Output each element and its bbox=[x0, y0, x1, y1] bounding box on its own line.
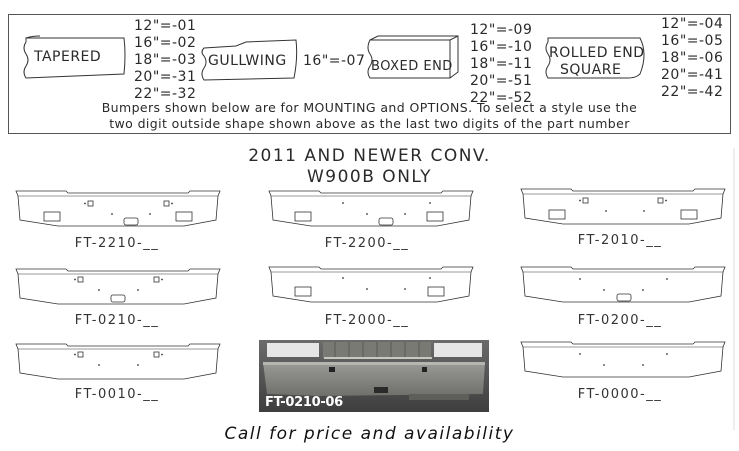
part-number-label: FT-0200-__ bbox=[577, 313, 663, 328]
bumper-photo-image bbox=[259, 340, 489, 412]
tapered-codes: 12"=-01 16"=-02 18"=-03 20"=-31 22"=-32 bbox=[134, 18, 197, 102]
instructions-line-1: Bumpers shown below are for MOUNTING and… bbox=[101, 100, 638, 115]
call-for-price-text: Call for price and availability bbox=[224, 424, 515, 444]
instructions-line-2: two digit outside shape shown above as t… bbox=[109, 116, 630, 131]
page-edge bbox=[733, 148, 735, 430]
section-heading-line-2: W900B ONLY bbox=[306, 167, 433, 187]
boxed-end-codes: 12"=-09 16"=-10 18"=-11 20"=-51 22"=-52 bbox=[470, 22, 533, 106]
rolled-end-codes: 12"=-04 16"=-05 18"=-06 20"=-41 22"=-42 bbox=[661, 16, 724, 100]
bumper-photo: FT-0210-06 bbox=[259, 340, 489, 412]
bumper-ft-2010-diagram bbox=[520, 188, 726, 225]
tapered-label: TAPERED bbox=[34, 49, 102, 65]
part-number-label: FT-0010-__ bbox=[74, 387, 160, 402]
part-number-label: FT-2210-__ bbox=[74, 236, 160, 251]
part-number-label: FT-2200-__ bbox=[324, 236, 410, 251]
gullwing-codes: 16"=-07 bbox=[303, 53, 366, 69]
section-heading-line-1: 2011 AND NEWER CONV. bbox=[248, 146, 491, 166]
bumper-ft-0210-diagram bbox=[15, 268, 221, 305]
bumper-ft-2000-diagram bbox=[268, 266, 474, 303]
bumper-ft-2210-diagram bbox=[15, 190, 221, 227]
rolled-end-label-line2: SQUARE bbox=[560, 62, 622, 78]
bumper-ft-2200-diagram bbox=[268, 190, 474, 227]
bumper-ft-0000-diagram bbox=[520, 341, 726, 378]
boxed-end-shape-icon bbox=[367, 35, 459, 79]
part-number-label: FT-2000-__ bbox=[324, 313, 410, 328]
rolled-end-label-line1: ROLLED END bbox=[549, 45, 645, 61]
rolled-end-square-shape-icon bbox=[545, 37, 645, 79]
bumper-ft-0200-diagram bbox=[520, 266, 726, 303]
part-number-label: FT-2010-__ bbox=[577, 233, 663, 248]
boxed-end-label: BOXED END bbox=[371, 59, 453, 74]
part-number-label: FT-0000-__ bbox=[577, 387, 663, 402]
shape-legend-box bbox=[8, 14, 731, 134]
gullwing-label: GULLWING bbox=[208, 53, 287, 69]
tapered-shape-icon bbox=[23, 35, 126, 79]
photo-part-number: FT-0210-06 bbox=[265, 395, 343, 410]
bumper-ft-0010-diagram bbox=[15, 343, 221, 380]
gullwing-shape-icon bbox=[201, 39, 298, 81]
part-number-label: FT-0210-__ bbox=[74, 313, 160, 328]
